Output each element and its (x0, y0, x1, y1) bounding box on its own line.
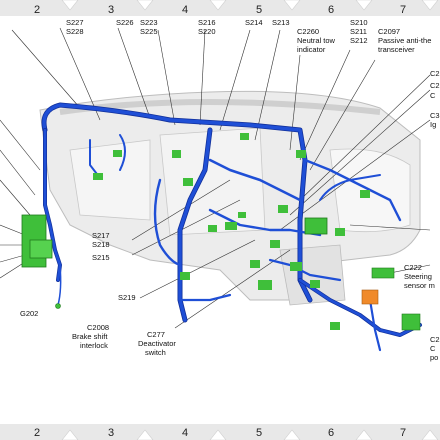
label-c2260-desc-2: indicator (297, 45, 326, 54)
label-c222-desc-1: Steering (404, 272, 432, 281)
connector (238, 212, 246, 218)
connector (93, 173, 103, 180)
label-s218: S218 (92, 240, 110, 249)
grid-chevron-bottom (61, 429, 79, 440)
connector (208, 225, 217, 232)
connector (180, 272, 190, 280)
grid-label-bottom-3: 3 (108, 427, 114, 439)
connector (250, 260, 260, 268)
label-c277-desc-2: switch (145, 348, 166, 357)
connector-orange (361, 289, 379, 305)
label-c2260-desc-1: Neutral tow (297, 36, 336, 45)
grid-chevron-bottom (421, 429, 439, 440)
connector (258, 280, 272, 290)
label-s219: S219 (118, 293, 136, 302)
grid-chevron-top (209, 0, 227, 11)
label-c2008: C2008 (87, 323, 109, 332)
grid-label-bottom-5: 5 (256, 427, 262, 439)
grid-label-top-7: 7 (400, 4, 406, 16)
label-right-c2: C2 (430, 335, 440, 344)
top-grid-bar (0, 0, 440, 16)
label-s220: S220 (198, 27, 216, 36)
connector (330, 322, 340, 330)
label-s216: S216 (198, 18, 216, 27)
label-c277: C277 (147, 330, 165, 339)
label-s210: S210 (350, 18, 368, 27)
grid-label-top-4: 4 (182, 4, 188, 16)
label-s214: S214 (245, 18, 263, 27)
grid-chevron-top (136, 0, 154, 11)
grid-label-top-5: 5 (256, 4, 262, 16)
connector (183, 178, 193, 186)
grid-chevron-top (283, 0, 301, 11)
connector (360, 190, 370, 198)
label-s215: S215 (92, 253, 110, 262)
grid-chevron-bottom (283, 429, 301, 440)
label-s217: S217 (92, 231, 110, 240)
grid-label-bottom-2: 2 (34, 427, 40, 439)
callout-labels: S227 S228 S226 S223 S225 S216 S220 S214 … (20, 18, 440, 362)
label-c2097-desc-2: transceiver (378, 45, 415, 54)
label-s225: S225 (140, 27, 158, 36)
label-s226: S226 (116, 18, 134, 27)
grid-chevron-bottom (209, 429, 227, 440)
grid-chevron-top (421, 0, 439, 11)
connector-block-right (401, 313, 421, 331)
connector-block-center (304, 217, 328, 235)
label-c3-1: C3 (430, 111, 440, 120)
connector (290, 262, 302, 271)
grid-chevron-top (61, 0, 79, 11)
label-right-po: po (430, 353, 438, 362)
grid-label-top-6: 6 (328, 4, 334, 16)
label-ig: Ig (430, 120, 436, 129)
label-c2260: C2260 (297, 27, 319, 36)
grid-chevron-top (355, 0, 373, 11)
connector (270, 240, 280, 248)
label-g202: G202 (20, 309, 38, 318)
label-s223: S223 (140, 18, 158, 27)
label-c2-1: C2 (430, 69, 440, 78)
grid-label-top-2: 2 (34, 4, 40, 16)
grid-label-bottom-4: 4 (182, 427, 188, 439)
label-c222-desc-2: sensor m (404, 281, 435, 290)
label-c2008-desc-2: interlock (80, 341, 108, 350)
label-c222: C222 (404, 263, 422, 272)
label-s227: S227 (66, 18, 84, 27)
grid-label-bottom-7: 7 (400, 427, 406, 439)
label-c2008-desc-1: Brake shift (72, 332, 108, 341)
connector (310, 280, 320, 288)
label-c2-2: C2 (430, 81, 440, 90)
connector (296, 150, 306, 158)
grid-label-top-3: 3 (108, 4, 114, 16)
bottom-grid-bar (0, 424, 440, 440)
leader-lines (0, 27, 431, 329)
label-s228: S228 (66, 27, 84, 36)
connector (240, 133, 249, 140)
label-s212: S212 (350, 36, 368, 45)
label-c2097-desc-1: Passive anti-the (378, 36, 431, 45)
connector (278, 205, 288, 213)
connector (335, 228, 345, 236)
connector (225, 222, 237, 230)
label-c277-desc-1: Deactivator (138, 339, 176, 348)
ground-point-g202 (55, 303, 61, 309)
wiring-harness (41, 102, 422, 352)
connector-block-left-2 (29, 239, 53, 259)
label-c2097: C2097 (378, 27, 400, 36)
grid-chevron-bottom (355, 429, 373, 440)
connectors (21, 133, 421, 331)
connector (172, 150, 181, 158)
connector-steering-sensor (371, 267, 395, 279)
label-s213: S213 (272, 18, 290, 27)
label-s211: S211 (350, 27, 367, 36)
grid-label-bottom-6: 6 (328, 427, 334, 439)
label-right-c: C (430, 344, 436, 353)
grid-chevron-bottom (136, 429, 154, 440)
connector (113, 150, 122, 157)
label-c-3: C (430, 91, 436, 100)
